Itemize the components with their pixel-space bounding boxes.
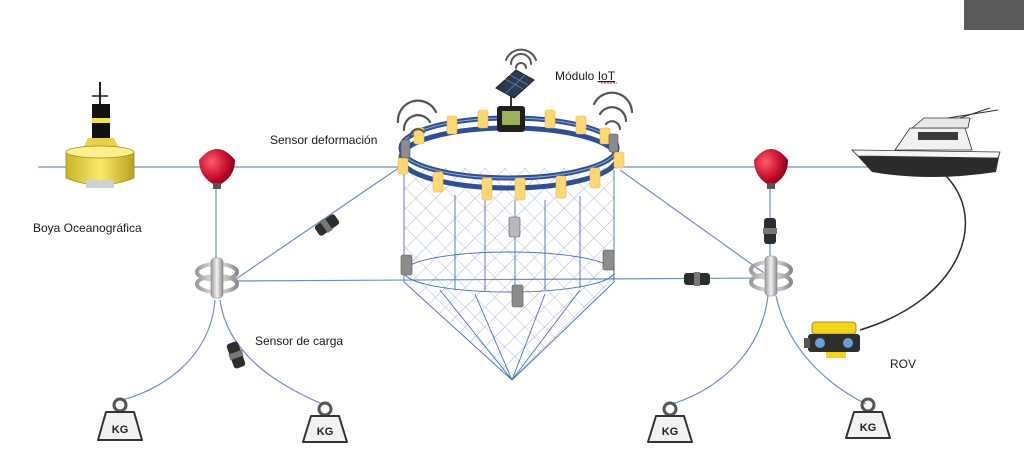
kg-weight-icon: KG [845,397,891,439]
svg-text:KG: KG [662,426,679,438]
oceanographic-buoy-icon [65,82,135,188]
deformation-sensors [400,133,619,308]
marker-buoy-icon [199,149,235,189]
diagram-labels: Módulo IoT Sensor deformación Boya Ocean… [33,69,916,371]
boat-icon [851,107,1001,177]
wifi-signal-icon [396,91,634,139]
load-sensor-icon [226,341,246,369]
marker-buoy-icon [754,149,788,189]
kg-weight-icon: KG [302,401,348,443]
label-boya-oceanografica: Boya Oceanográfica [33,221,142,235]
mooring-lines [38,166,967,405]
anchor-swivel-icon [195,257,239,299]
load-sensor-icon [314,214,340,236]
label-rov: ROV [890,357,916,371]
iot-module-icon [495,48,537,132]
svg-text:KG: KG [317,426,334,438]
corner-block [964,0,1024,30]
svg-text:KG: KG [112,424,129,436]
load-sensor-icon [763,218,777,244]
label-sensor-deformacion: Sensor deformación [270,133,377,147]
kg-weight-icon: KG [97,397,143,441]
svg-text:KG: KG [860,422,877,434]
solar-panel-icon [495,69,535,99]
kg-weight-icon: KG [647,401,693,443]
load-sensor-icon [684,272,710,286]
label-modulo-iot: Módulo IoT [555,69,616,83]
anchor-swivel-icon [749,255,793,297]
label-sensor-de-carga: Sensor de carga [255,334,343,348]
net-cage [397,109,625,381]
rov-icon [804,321,860,358]
